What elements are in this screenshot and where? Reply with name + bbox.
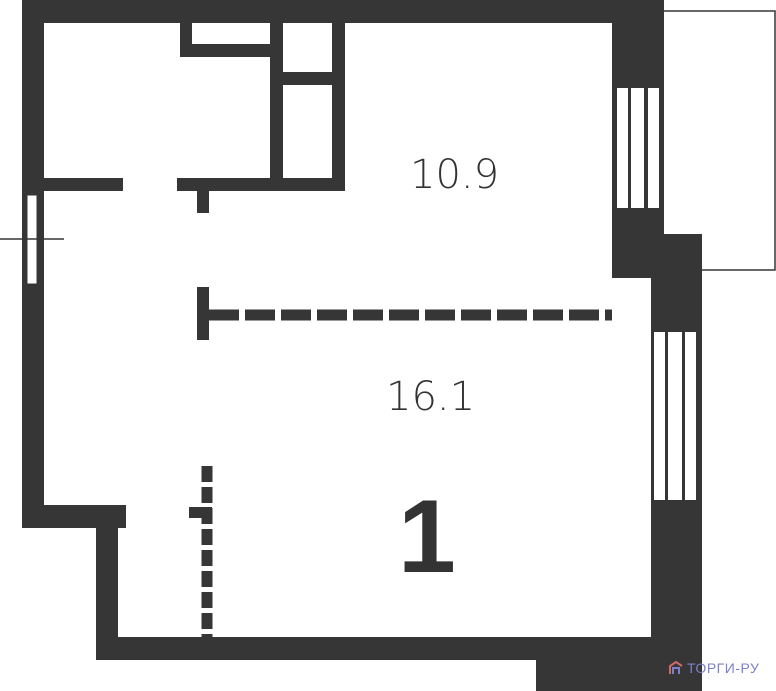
wall-top bbox=[22, 0, 664, 23]
wall-kitchen-left bbox=[44, 178, 123, 191]
window-right-upper bbox=[617, 88, 659, 208]
wall-bath-left bbox=[270, 23, 283, 191]
partition-post bbox=[197, 287, 209, 340]
wall-niche-h bbox=[180, 44, 270, 57]
wall-kitchen-right bbox=[177, 178, 345, 191]
house-logo-icon bbox=[669, 660, 683, 674]
wall-bath-right bbox=[332, 23, 345, 191]
watermark: ТОРГИ-РУ bbox=[668, 660, 759, 676]
wall-closet-h bbox=[283, 72, 332, 85]
walls bbox=[22, 0, 702, 691]
room-count: 1 bbox=[398, 479, 456, 595]
wall-left-lower bbox=[96, 505, 118, 660]
room-area-living: 16.1 bbox=[386, 374, 476, 420]
watermark-text: ТОРГИ-РУ bbox=[687, 660, 760, 676]
wall-stub bbox=[197, 191, 209, 213]
balcony-outline bbox=[664, 10, 776, 271]
room-area-kitchen: 10.9 bbox=[410, 152, 500, 198]
window-right-lower bbox=[654, 332, 696, 500]
window-left bbox=[0, 194, 64, 285]
partition-stub-bottom bbox=[189, 507, 212, 518]
